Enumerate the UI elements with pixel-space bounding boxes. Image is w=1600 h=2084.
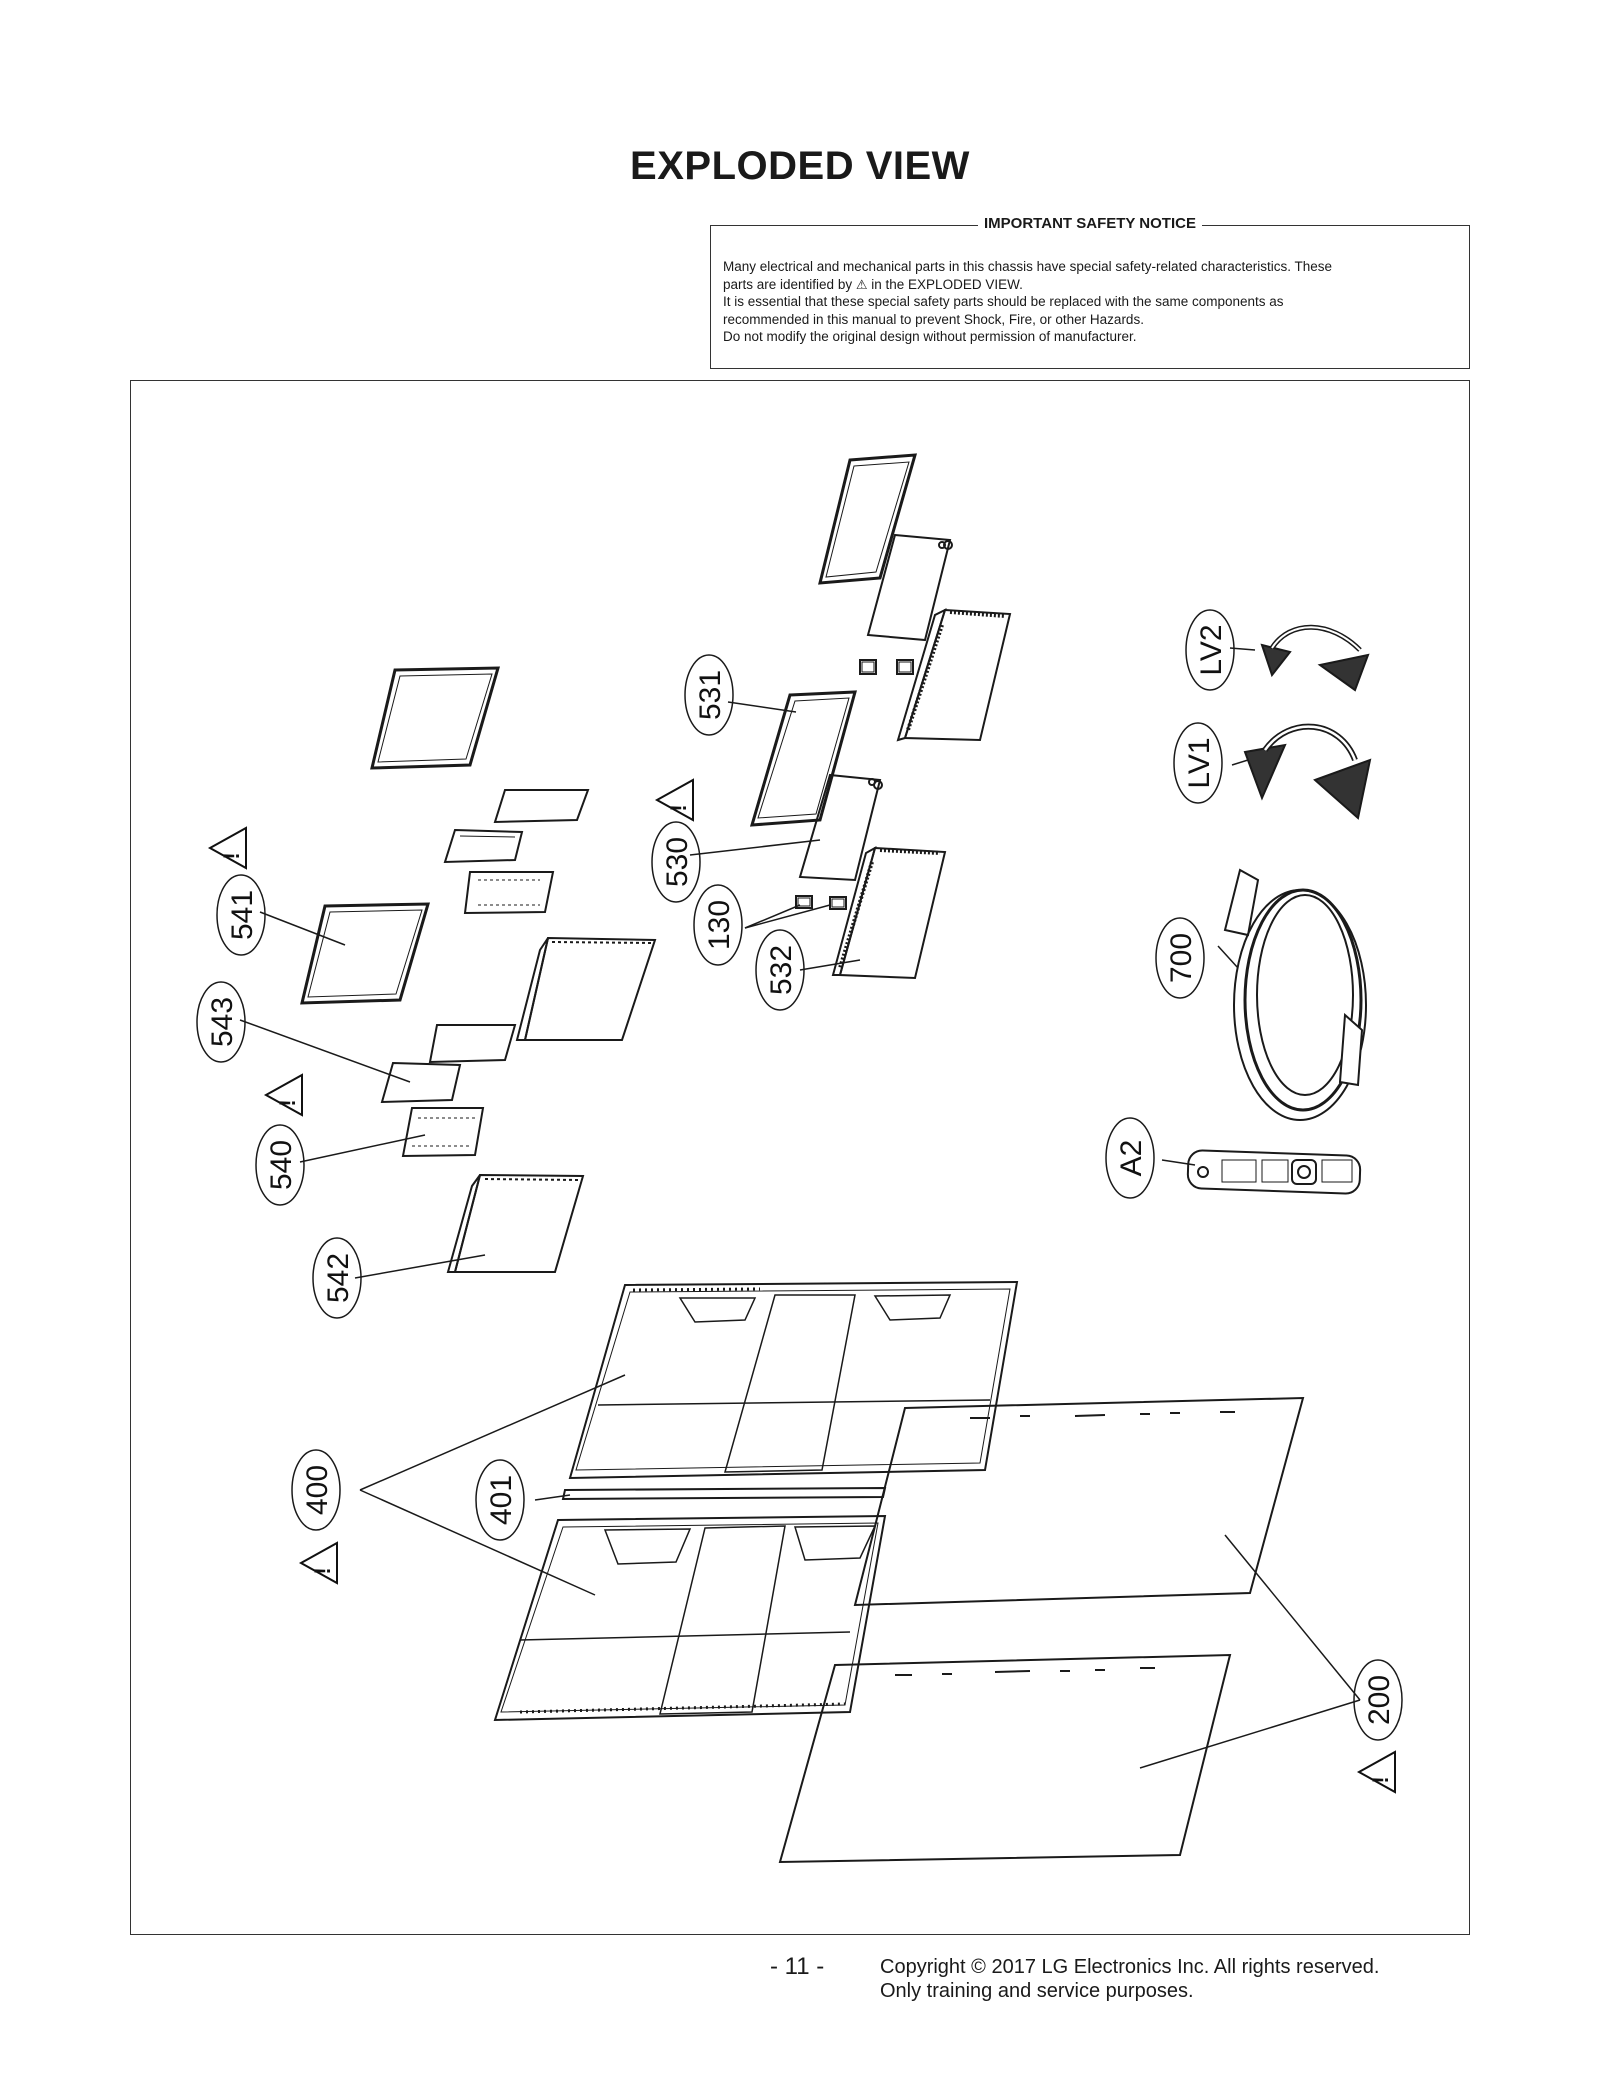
callout-541: 541 xyxy=(226,890,259,940)
notice-line-5: Do not modify the original design withou… xyxy=(723,329,1137,344)
part-200-upper-sheet xyxy=(853,1396,1305,1607)
part-540-pcb xyxy=(401,1107,485,1158)
lv1-cable-icon xyxy=(1243,723,1372,820)
diagram-frame xyxy=(130,380,1470,1935)
callout-401: 401 xyxy=(485,1475,518,1525)
warning-triangle-icons xyxy=(209,779,1396,1793)
warning-mark-540: ! xyxy=(275,1099,300,1106)
callout-543: 543 xyxy=(206,997,239,1047)
part-700-power-cord-icon xyxy=(1223,868,1367,1121)
part-400-lower-frame xyxy=(493,1514,887,1722)
part-200-lower-sheet xyxy=(778,1653,1232,1864)
warning-triangle-icon: ⚠ xyxy=(855,276,868,292)
callout-lv2: LV2 xyxy=(1195,624,1228,675)
callout-531: 531 xyxy=(694,670,727,720)
copyright-line-1: Copyright © 2017 LG Electronics Inc. All… xyxy=(880,1956,1380,1978)
page-title: EXPLODED VIEW xyxy=(630,144,970,188)
notice-line-2b: in the EXPLODED VIEW. xyxy=(871,276,1023,292)
callout-130: 130 xyxy=(703,900,736,950)
top-cover-plate xyxy=(818,453,918,585)
upper-left-shield-box xyxy=(515,936,657,1041)
callout-400: 400 xyxy=(301,1465,334,1515)
copyright: Copyright © 2017 LG Electronics Inc. All… xyxy=(880,1955,1379,2003)
callout-532: 532 xyxy=(765,945,798,995)
upper-left-pcb xyxy=(463,871,555,915)
callout-ellipses xyxy=(196,609,1403,1741)
page-number: - 11 - xyxy=(770,1953,825,1980)
callout-a2: A2 xyxy=(1115,1140,1148,1177)
callout-540: 540 xyxy=(265,1140,298,1190)
notice-line-3: It is essential that these special safet… xyxy=(723,294,1284,309)
leader-lines xyxy=(239,647,1361,1769)
warning-mark-200: ! xyxy=(1368,1776,1393,1783)
part-542-shield-box xyxy=(446,1173,585,1273)
copyright-line-2: Only training and service purposes. xyxy=(880,1980,1194,2002)
part-130-connectors xyxy=(795,895,847,910)
lv2-cable-icon xyxy=(1260,624,1370,692)
callout-700: 700 xyxy=(1165,933,1198,983)
callout-200: 200 xyxy=(1363,1675,1396,1725)
part-531-cover xyxy=(749,690,857,827)
safety-notice-body: Many electrical and mechanical parts in … xyxy=(723,258,1457,346)
callout-530: 530 xyxy=(661,837,694,887)
top-pcb-board xyxy=(866,533,953,642)
notice-line-4: recommended in this manual to prevent Sh… xyxy=(723,311,1144,327)
safety-notice-box: IMPORTANT SAFETY NOTICE Many electrical … xyxy=(710,215,1470,369)
part-400-upper-frame xyxy=(568,1280,1019,1480)
part-532-shield-box xyxy=(831,845,947,980)
callout-542: 542 xyxy=(322,1253,355,1303)
upper-left-bracket xyxy=(443,789,590,864)
part-401-strip xyxy=(561,1486,887,1501)
warning-mark-541: ! xyxy=(219,852,244,859)
safety-notice-heading: IMPORTANT SAFETY NOTICE xyxy=(978,215,1202,232)
notice-line-1: Many electrical and mechanical parts in … xyxy=(723,259,1333,274)
upper-left-cover-plate xyxy=(370,666,501,770)
warning-mark-530: ! xyxy=(666,804,691,811)
top-shield-box xyxy=(896,608,1012,742)
part-530-board xyxy=(798,773,883,882)
top-connector-pair xyxy=(859,659,914,675)
part-A2-remote-control-icon xyxy=(1186,1149,1362,1195)
part-541-cover-plate xyxy=(300,902,431,1005)
callout-lv1: LV1 xyxy=(1183,737,1216,788)
warning-mark-400: ! xyxy=(310,1567,335,1574)
notice-line-2a: parts are identified by xyxy=(723,276,853,292)
lower-left-bracket xyxy=(380,1024,517,1104)
